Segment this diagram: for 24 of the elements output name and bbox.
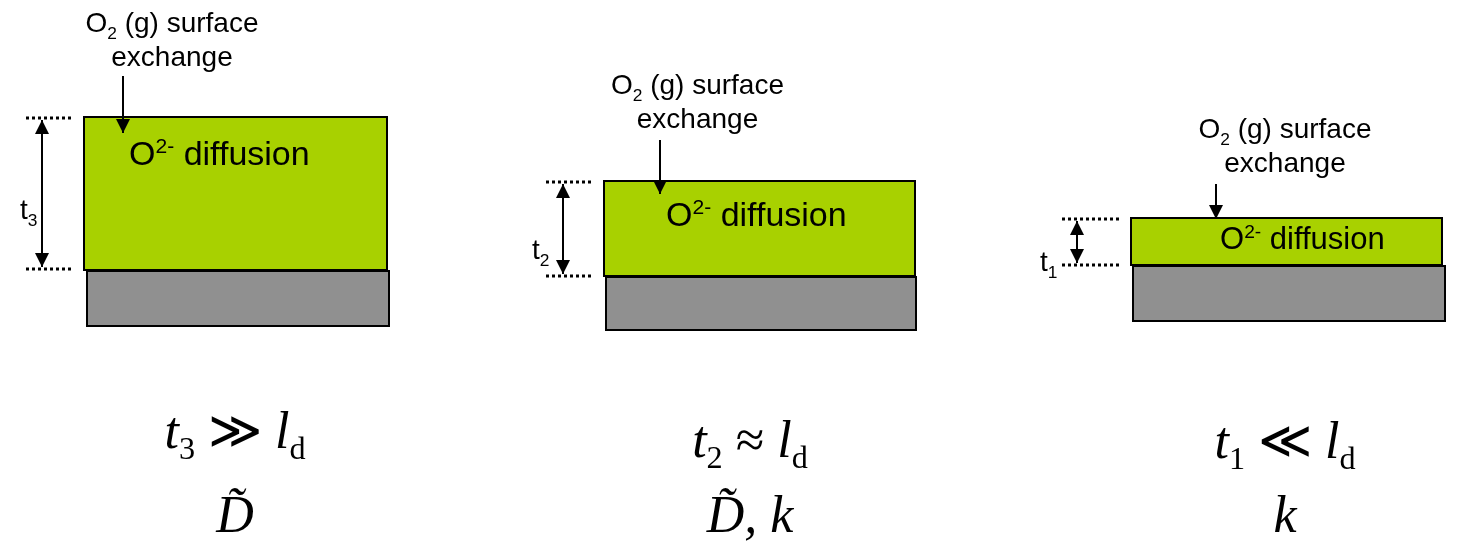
formula-text: t$_{1}$ ≪ l$_{d}$ — [1213, 411, 1357, 470]
thickness-label: t$_{2}$ — [532, 234, 550, 266]
thickness-label: t$_{1}$ — [1040, 246, 1058, 278]
formula-text: t$_{3}$ ≫ l$_{d}$ — [163, 401, 307, 460]
film-layer — [603, 180, 916, 277]
formula-text: k — [1272, 485, 1299, 544]
arrow — [653, 139, 667, 195]
substrate-layer — [86, 270, 390, 327]
formula-text: D̃, k — [705, 485, 795, 544]
thickness-label: t$_{3}$ — [20, 194, 38, 226]
arrow — [1209, 183, 1223, 220]
film-layer — [83, 116, 388, 271]
substrate-layer — [605, 276, 917, 331]
label-text: O$_{2}$ (g) surface exchange — [565, 68, 830, 140]
film-layer — [1130, 217, 1443, 266]
formula-text: D̃ — [214, 485, 255, 544]
arrow — [116, 75, 130, 134]
substrate-layer — [1132, 265, 1446, 322]
label-text: O$^{2-}$ diffusion — [1206, 219, 1440, 259]
label-text: O$_{2}$ (g) surface exchange — [52, 6, 292, 76]
label-text: O$^{2-}$ diffusion — [650, 194, 912, 238]
label-text: O$^{2-}$ diffusion — [113, 133, 373, 177]
label-text: O$_{2}$ (g) surface exchange — [1160, 112, 1410, 184]
formula-text: t$_{2}$ ≈ l$_{d}$ — [691, 410, 809, 469]
